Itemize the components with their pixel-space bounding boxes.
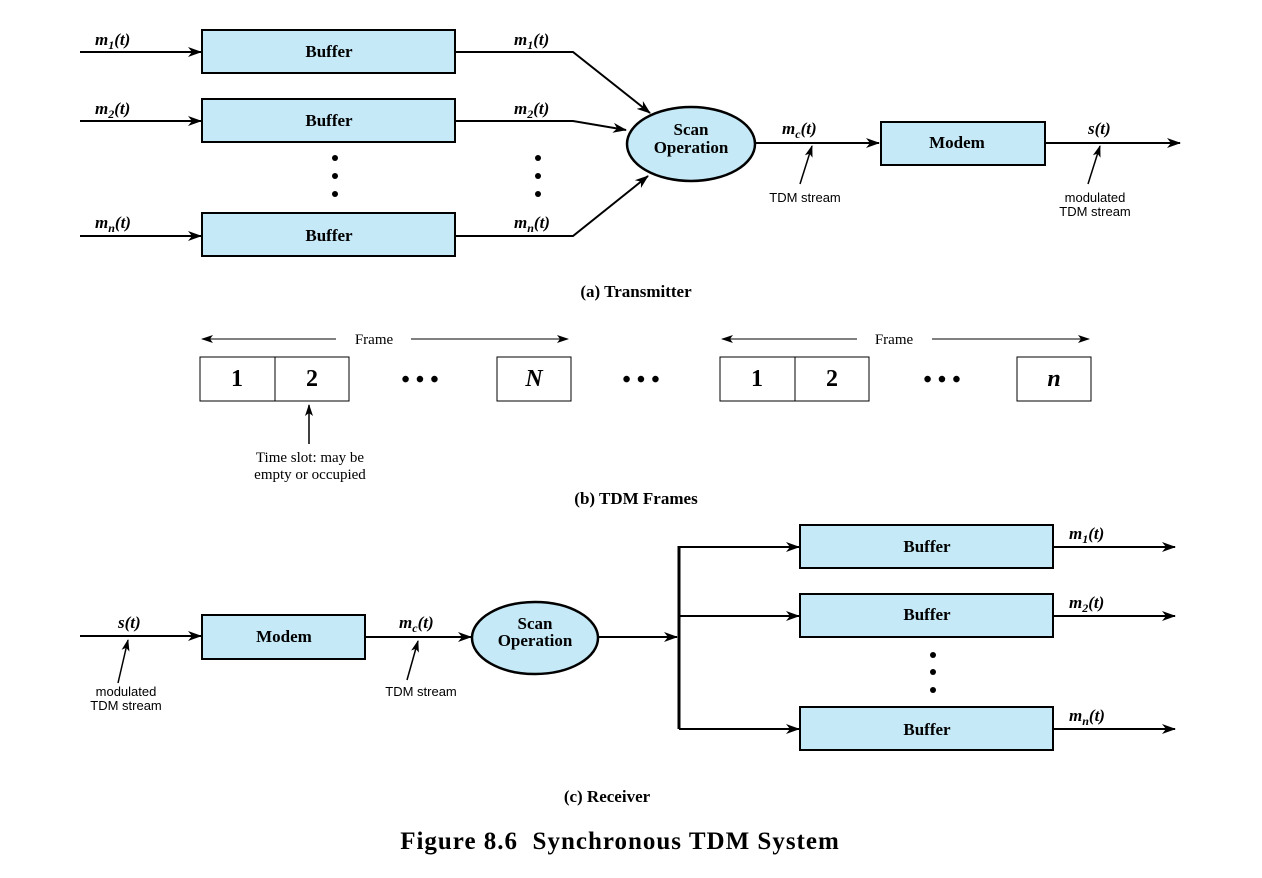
tx-output-label-1: m1(t) [514,30,549,52]
svg-text:Buffer: Buffer [305,42,353,61]
slot-note-line1: Time slot: may be [256,450,365,466]
tx-modem: Modem [880,121,1046,166]
svg-text:Buffer: Buffer [903,720,951,739]
transmitter-section: m1(t) m2(t) mn(t) Buffer Buffer Buffer [80,29,1181,301]
frame2-slot-2: 2 [794,356,870,402]
svg-text:2: 2 [306,366,318,392]
figure-title: Figure 8.6 Synchronous TDM System [400,828,840,855]
tx-output-label: s(t) [1087,119,1111,138]
tx-output-label-n: mn(t) [514,213,550,235]
rx-buffer-1: Buffer [799,524,1054,569]
tx-line-2 [456,120,627,133]
tx-buffer-1: Buffer [201,29,456,74]
frame1-slot-N: N [496,356,572,402]
tx-buffer-n: Buffer [201,212,456,257]
frame2-label: Frame [875,332,914,348]
receiver-caption: (c) Receiver [564,787,651,806]
svg-text:Modem: Modem [929,133,985,152]
tx-buffer-2: Buffer [201,98,456,143]
rx-buffer-dots [930,652,936,693]
rx-buffer-n: Buffer [799,706,1054,751]
frames-caption: (b) TDM Frames [574,489,698,508]
between-frames-ellipsis: • • • [622,367,659,393]
tx-modulated-pointer [1087,145,1101,185]
rx-modem: Modem [201,614,366,660]
frame2-slot-n: n [1016,356,1092,402]
tx-tdm-stream-label: TDM stream [769,190,841,205]
tx-buffer-dots [332,155,338,197]
svg-text:Modem: Modem [256,627,312,646]
svg-text:Buffer: Buffer [903,605,951,624]
svg-text:Buffer: Buffer [903,537,951,556]
tx-line-n [456,175,649,237]
tx-scan-operation: Scan Operation [625,105,757,183]
svg-text:N: N [524,366,544,392]
svg-text:1: 1 [231,366,243,392]
tx-input-label-n: mn(t) [95,213,131,235]
rx-output-label-n: mn(t) [1069,706,1105,728]
frame1-slot-1: 1 [199,356,276,402]
rx-tdm-pointer [406,640,419,681]
transmitter-caption: (a) Transmitter [580,282,692,301]
svg-text:Scan: Scan [518,614,554,633]
tx-modulated-label-2: TDM stream [1059,204,1131,219]
rx-modulated-pointer [117,639,130,684]
tx-tdm-pointer [799,145,813,185]
svg-text:2: 2 [826,366,838,392]
tx-line-1 [456,51,651,114]
frame2-slot-1: 1 [719,356,796,402]
tx-mc-label: mc(t) [782,119,817,141]
tx-input-label-2: m2(t) [95,99,130,121]
receiver-section: s(t) modulated TDM stream Modem mc(t) TD… [80,524,1176,806]
frames-section: Frame Frame 1 2 • • • N • • • 1 2 • • • [199,332,1092,508]
rx-mc-label: mc(t) [399,613,434,635]
rx-output-label-2: m2(t) [1069,593,1104,615]
rx-input-label: s(t) [117,613,141,632]
rx-modulated-label-2: TDM stream [90,698,162,713]
svg-text:1: 1 [751,366,763,392]
rx-output-label-1: m1(t) [1069,524,1104,546]
svg-text:Scan: Scan [674,120,710,139]
tx-modulated-label-1: modulated [1065,190,1126,205]
rx-scan-operation: Scan Operation [470,600,600,676]
slot-note-line2: empty or occupied [254,467,366,483]
rx-buffer-2: Buffer [799,593,1054,638]
tx-input-label-1: m1(t) [95,30,130,52]
svg-text:Buffer: Buffer [305,111,353,130]
frame1-ellipsis: • • • [401,367,438,393]
svg-text:Operation: Operation [498,631,573,650]
frame1-label: Frame [355,332,394,348]
tx-output-label-2: m2(t) [514,99,549,121]
rx-modulated-label-1: modulated [96,684,157,699]
svg-text:Buffer: Buffer [305,226,353,245]
tx-line-dots [535,155,541,197]
svg-text:n: n [1047,366,1060,392]
frame1-slot-2: 2 [274,356,350,402]
rx-tdm-stream-label: TDM stream [385,684,457,699]
svg-text:Operation: Operation [654,138,729,157]
frame2-ellipsis: • • • [923,367,960,393]
